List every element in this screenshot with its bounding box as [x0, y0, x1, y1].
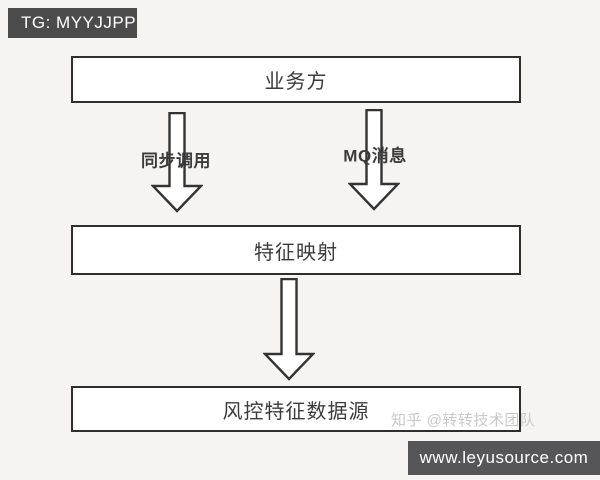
- node-risk-datasource: 风控特征数据源: [71, 386, 521, 432]
- node-business: 业务方: [71, 56, 521, 103]
- node-risk-datasource-label: 风控特征数据源: [222, 400, 370, 423]
- edge-label-mq-message: MQ消息: [343, 146, 407, 166]
- telegram-badge: TG: MYYJJPP: [8, 8, 137, 38]
- edge-label-sync-call: 同步调用: [141, 151, 211, 171]
- zhihu-watermark: 知乎 @转转技术团队: [391, 412, 536, 429]
- node-feature-mapping: 特征映射: [71, 225, 521, 275]
- down-arrow-mq-message-icon: [348, 109, 400, 211]
- website-badge: www.leyusource.com: [408, 441, 600, 475]
- node-feature-mapping-label: 特征映射: [254, 241, 338, 264]
- website-badge-label: www.leyusource.com: [419, 448, 589, 467]
- node-business-label: 业务方: [264, 71, 328, 93]
- down-arrow-sync-call-icon: [151, 112, 203, 213]
- down-arrow-to-datasource-icon: [263, 278, 315, 381]
- telegram-badge-label: TG: MYYJJPP: [21, 13, 137, 32]
